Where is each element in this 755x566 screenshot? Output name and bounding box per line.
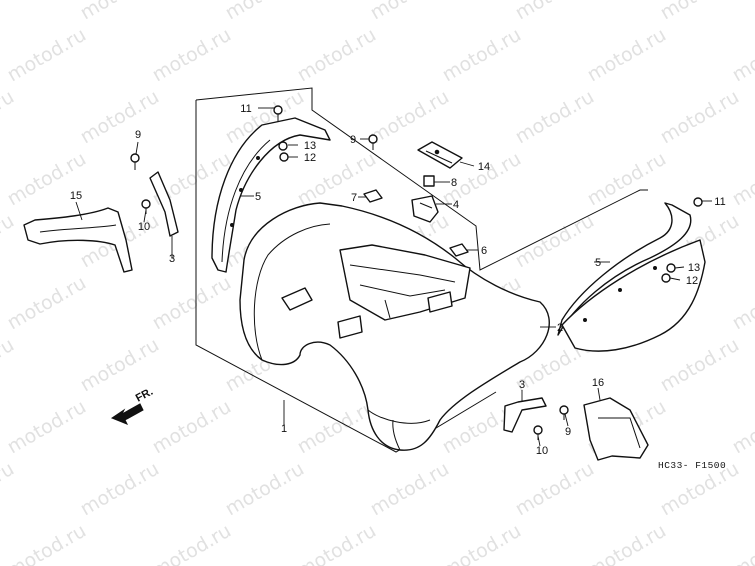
watermark-text: motod.ru — [439, 520, 525, 566]
callout-labels: 1 2 3 3 4 5 5 6 7 8 9 9 9 10 10 11 11 12… — [70, 103, 726, 457]
watermark-text: motod.ru — [729, 520, 755, 566]
callout-12-right: 12 — [686, 275, 698, 287]
watermark-text: motod.ru — [222, 458, 308, 521]
watermark-text: motod.ru — [4, 396, 90, 459]
watermark-text: motod.ru — [149, 396, 235, 459]
watermark-text: motod.ru — [0, 334, 18, 397]
callout-14: 14 — [478, 161, 490, 173]
watermark-text: motod.ru — [657, 0, 743, 24]
pad-part-6 — [449, 243, 469, 257]
callout-8: 8 — [451, 177, 457, 189]
callout-3-right: 3 — [519, 379, 525, 391]
watermark-text: motod.ru — [729, 24, 755, 87]
watermark-text: motod.ru — [149, 24, 235, 87]
callout-13-right: 13 — [688, 262, 700, 274]
watermark-text: motod.ru — [439, 24, 525, 87]
rear-fender-part-1 — [239, 202, 550, 451]
callout-6: 6 — [481, 245, 487, 257]
watermark-text: motod.ru — [0, 0, 18, 24]
watermark-text: motod.ru — [222, 0, 308, 24]
watermark-text: motod.ru — [4, 520, 90, 566]
watermark-text: motod.ru — [512, 0, 598, 24]
watermark-text: motod.ru — [77, 0, 163, 24]
leader-lines — [75, 107, 712, 447]
bolt-part-11-left — [273, 105, 283, 122]
watermark-text: motod.ru — [0, 86, 18, 149]
watermark-text: motod.ru — [584, 24, 670, 87]
stay-part-3-left — [149, 171, 179, 237]
watermark-text: motod.ru — [729, 148, 755, 211]
callout-3-left: 3 — [169, 253, 175, 265]
watermark-text: motod.ru — [294, 520, 380, 566]
watermark-text: motod.ru — [729, 396, 755, 459]
watermark-text: motod.ru — [657, 334, 743, 397]
callout-9-center: 9 — [350, 134, 356, 146]
watermark-text: motod.ru — [77, 86, 163, 149]
callout-7: 7 — [351, 192, 357, 204]
callout-16: 16 — [592, 377, 604, 389]
watermark-text: motod.ru — [149, 272, 235, 335]
grab-bar-part-16 — [583, 397, 649, 461]
bolt-part-9-right — [559, 405, 569, 420]
callout-9-left: 9 — [135, 129, 141, 141]
watermark-text: motod.ru — [657, 86, 743, 149]
direction-label: FR. — [134, 386, 155, 405]
bolt-part-9-left — [130, 153, 140, 170]
callout-10-left: 10 — [138, 221, 150, 233]
bolt-part-9-center — [368, 134, 378, 150]
callout-4: 4 — [453, 199, 459, 211]
washer-part-13-left — [278, 141, 288, 151]
plate-part-14 — [417, 141, 463, 169]
nut-part-8 — [423, 175, 435, 187]
nut-part-12-right — [661, 273, 671, 283]
callout-11-left: 11 — [240, 103, 251, 115]
callout-10-right: 10 — [536, 445, 548, 457]
callout-12-left: 12 — [304, 152, 316, 164]
callout-13-left: 13 — [304, 140, 316, 152]
callout-15: 15 — [70, 190, 82, 202]
side-strip-left-part-5 — [211, 117, 331, 273]
watermark-text: motod.ru — [512, 86, 598, 149]
watermark-text: motod.ru — [512, 210, 598, 273]
watermark-text: motod.ru — [367, 86, 453, 149]
watermark-text: motod.ru — [367, 0, 453, 24]
watermark-text: motod.ru — [729, 272, 755, 335]
callout-5-right: 5 — [595, 257, 601, 269]
watermark-text: motod.ru — [77, 458, 163, 521]
assembly-boundary — [195, 87, 648, 453]
washer-part-13-right — [666, 263, 676, 273]
callout-9-right: 9 — [565, 426, 571, 438]
diagram-code: HC33- F1500 — [658, 460, 726, 471]
callout-11-right: 11 — [714, 196, 725, 208]
watermark-text: motod.ru — [584, 520, 670, 566]
watermark-text: motod.ru — [149, 520, 235, 566]
pad-part-7 — [363, 189, 383, 203]
watermark-text: motod.ru — [512, 458, 598, 521]
bolt-part-10-right — [533, 425, 543, 440]
grab-bar-part-15 — [23, 207, 133, 273]
watermark-text: motod.ru — [4, 24, 90, 87]
callout-2: 2 — [557, 322, 563, 334]
watermark-text: motod.ru — [584, 148, 670, 211]
watermark-text: motod.ru — [0, 458, 18, 521]
callout-1: 1 — [281, 423, 287, 435]
front-direction-arrow — [110, 403, 144, 425]
callout-5-left: 5 — [255, 191, 261, 203]
nut-part-12-left — [279, 152, 289, 162]
watermark-text: motod.ru — [0, 210, 18, 273]
watermark-text: motod.ru — [367, 458, 453, 521]
watermark-text: motod.ru — [294, 24, 380, 87]
watermark-text: motod.ru — [4, 272, 90, 335]
stay-part-4 — [411, 195, 439, 223]
bolt-part-11-right — [693, 197, 703, 207]
